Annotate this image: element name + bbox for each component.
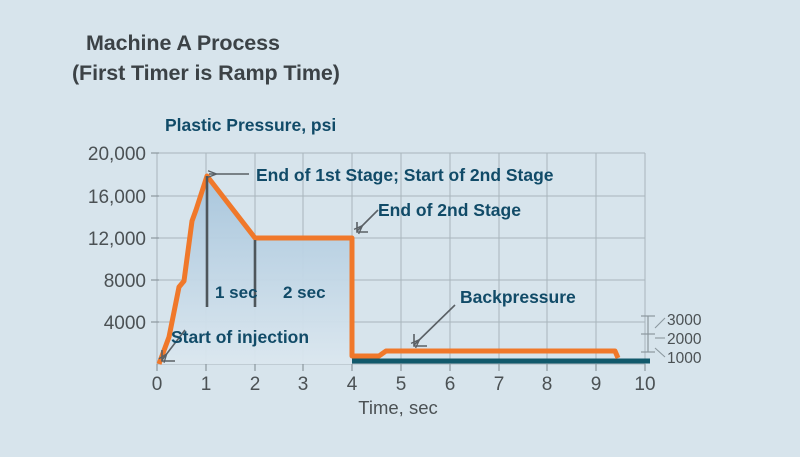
annotation-backpressure: Backpressure [460,287,576,307]
y-axis-series-label: Plastic Pressure, psi [165,115,336,135]
x-tick-7: 7 [494,374,505,395]
y-axis: 20,000 16,000 12,000 8000 4000 [88,144,159,334]
x-tick-0: 0 [152,374,163,395]
secondary-y-axis: 3000 2000 1000 [641,312,702,367]
x-tick-9: 9 [591,374,602,395]
annotation-one-sec: 1 sec [215,283,258,302]
y-tick-12000: 12,000 [88,229,146,250]
title-line-1: Machine A Process [86,31,280,55]
right-tick-3000: 3000 [667,312,702,329]
arrow-backpressure [414,304,456,345]
x-axis: 0 1 2 3 4 5 6 7 8 9 10 Time, sec [152,364,656,418]
x-tick-1: 1 [201,374,212,395]
x-tick-3: 3 [298,374,309,395]
arrow-end-second-stage [357,209,379,231]
right-tick-1000: 1000 [667,350,702,367]
y-tick-20000: 20,000 [88,144,146,165]
timer-markers [205,176,257,307]
title-line-2: (First Timer is Ramp Time) [72,61,340,85]
annotation-start-injection: Start of injection [171,327,309,347]
arrow-start-injection [162,329,186,360]
y-tick-8000: 8000 [104,271,146,292]
right-tick-2000: 2000 [667,331,702,348]
annotation-arrow-corners [161,222,427,362]
series-plastic-pressure [156,173,621,365]
x-tick-5: 5 [396,374,407,395]
y-tick-4000: 4000 [104,313,146,334]
annotation-end-second-stage: End of 2nd Stage [378,200,521,220]
x-tick-10: 10 [634,374,655,395]
x-tick-4: 4 [347,374,358,395]
annotation-arrows [162,174,456,360]
figure-title: Machine A Process (First Timer is Ramp T… [72,28,592,88]
x-tick-2: 2 [250,374,261,395]
x-tick-8: 8 [542,374,553,395]
annotation-two-sec: 2 sec [283,283,326,302]
annotation-end-first-stage: End of 1st Stage; Start of 2nd Stage [256,165,554,185]
y-tick-16000: 16,000 [88,187,146,208]
x-axis-title: Time, sec [358,397,438,418]
x-tick-6: 6 [445,374,456,395]
